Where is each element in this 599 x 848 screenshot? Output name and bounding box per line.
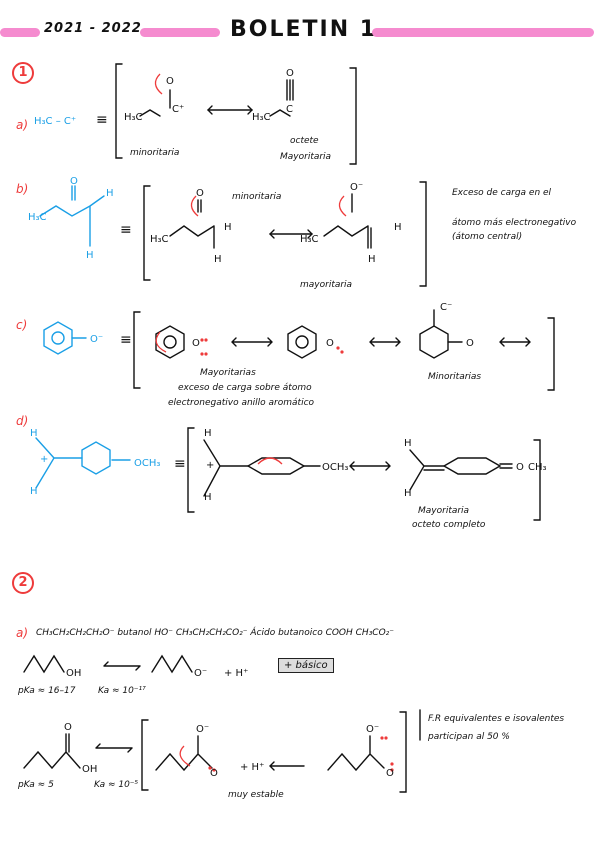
svg-text:+: + xyxy=(40,454,48,465)
svg-text:OH: OH xyxy=(66,668,81,679)
item-2a-line: CH₃CH₂CH₂CH₂O⁻ butanol HO⁻ CH₃CH₂CH₂CO₂⁻… xyxy=(36,628,395,638)
svg-text:H₃C: H₃C xyxy=(300,234,319,245)
section-2-number: 2 xyxy=(12,572,34,594)
header-year: 2021 - 2022 xyxy=(44,21,142,36)
page-title: BOLETIN 1 xyxy=(230,17,378,42)
item-1d-group: OCH₃ xyxy=(134,458,161,469)
item-1a-major-2: Mayoritaria xyxy=(280,152,332,162)
svg-text:H₃C: H₃C xyxy=(124,112,143,123)
svg-text:+ H⁺: + H⁺ xyxy=(224,668,248,679)
item-1c-major: Mayoritarias xyxy=(200,368,256,378)
svg-text:O⁻: O⁻ xyxy=(196,724,209,735)
svg-text:H: H xyxy=(224,222,232,233)
bracket-1b-left xyxy=(143,185,151,281)
svg-text:O: O xyxy=(196,188,204,199)
bracket-1a-right xyxy=(349,67,357,165)
svg-text:+ H⁺: + H⁺ xyxy=(240,762,264,773)
svg-text:H: H xyxy=(86,250,94,261)
curved-arrow-1a xyxy=(154,73,163,95)
item-2a-label: a) xyxy=(16,626,29,640)
svg-text:O⁻: O⁻ xyxy=(194,668,207,679)
bracket-1d-left xyxy=(187,427,195,513)
svg-text:H: H xyxy=(204,492,212,503)
svg-text:H: H xyxy=(30,486,38,497)
svg-text:O: O xyxy=(326,338,334,349)
item-1d-label: d) xyxy=(16,414,29,428)
svg-text:CH₃: CH₃ xyxy=(528,462,547,473)
header-bar-right xyxy=(372,28,594,37)
svg-text:H: H xyxy=(204,428,212,439)
svg-text:O: O xyxy=(286,68,294,79)
item-1b-note-1: Exceso de carga en el xyxy=(452,188,552,198)
bracket-1c-left xyxy=(133,311,141,389)
item-2a-note-2: participan al 50 % xyxy=(428,732,510,742)
bracket-2a-left xyxy=(141,719,149,791)
svg-text:OCH₃: OCH₃ xyxy=(322,462,348,473)
svg-text:O: O xyxy=(516,462,524,473)
item-1a-equiv: ≡ xyxy=(96,112,108,128)
item-2a-ka1: Ka ≈ 10⁻¹⁷ xyxy=(98,686,146,696)
svg-text:O: O xyxy=(70,176,78,187)
item-1a-major-1: octete xyxy=(290,136,319,146)
svg-text:O: O xyxy=(64,722,72,733)
section-1-number: 1 xyxy=(12,62,34,84)
svg-text:C⁺: C⁺ xyxy=(172,104,184,115)
svg-text:H: H xyxy=(214,254,222,265)
svg-text:O⁻: O⁻ xyxy=(350,182,363,193)
item-1c-note-1: exceso de carga sobre átomo xyxy=(178,383,312,393)
item-1d-equiv: ≡ xyxy=(174,456,186,472)
svg-text:+: + xyxy=(206,460,214,471)
svg-text:O: O xyxy=(210,768,218,779)
item-1b-note-2: átomo más electronegativo xyxy=(452,218,577,228)
svg-text:O: O xyxy=(386,768,394,779)
bracket-1a-left xyxy=(115,63,123,159)
item-2a-basic-box: + básico xyxy=(278,658,334,673)
svg-text:H₃C: H₃C xyxy=(28,212,47,223)
item-1b-major: mayoritaria xyxy=(300,280,353,290)
item-2a-note-1: F.R equivalentes e isovalentes xyxy=(428,714,565,724)
svg-text:H: H xyxy=(404,488,412,499)
svg-text:C: C xyxy=(286,104,293,115)
svg-text:O: O xyxy=(466,338,474,349)
item-1b-equiv: ≡ xyxy=(120,222,132,238)
svg-text:H: H xyxy=(368,254,376,265)
item-1c-equiv: ≡ xyxy=(120,332,132,348)
svg-text:O⁻: O⁻ xyxy=(366,724,379,735)
item-1c-label: c) xyxy=(16,318,28,332)
item-2a-very-stable: muy estable xyxy=(228,790,284,800)
item-1a-minor: minoritaria xyxy=(130,148,180,158)
header-bar-mid xyxy=(140,28,220,37)
header-bar-left xyxy=(0,28,40,37)
svg-text:O: O xyxy=(192,338,200,349)
svg-text:O⁻: O⁻ xyxy=(90,334,103,345)
svg-text:H: H xyxy=(394,222,402,233)
item-1b-note-3: (átomo central) xyxy=(452,232,523,242)
svg-text:H₃C: H₃C xyxy=(150,234,169,245)
svg-text:O: O xyxy=(166,76,174,87)
item-1c-note-2: electronegativo anillo aromático xyxy=(168,398,315,408)
item-2a-ka2: Ka ≈ 10⁻⁵ xyxy=(94,780,139,790)
svg-text:OH: OH xyxy=(82,764,97,775)
item-1b-minor: minoritaria xyxy=(232,192,282,202)
item-1d-major-1: Mayoritaria xyxy=(418,506,470,516)
item-2a-pka1: pKa ≈ 16–17 xyxy=(18,686,76,696)
item-1b-label: b) xyxy=(16,182,29,196)
item-1d-major-2: octeto completo xyxy=(412,520,486,530)
svg-text:H: H xyxy=(30,428,38,439)
item-1c-minor: Minoritarias xyxy=(428,372,482,382)
item-2a-pka2: pKa ≈ 5 xyxy=(18,780,54,790)
svg-text:H: H xyxy=(404,438,412,449)
svg-text:H: H xyxy=(106,188,114,199)
svg-text:H₃C: H₃C xyxy=(252,112,271,123)
item-1a-label: a) xyxy=(16,118,29,132)
svg-text:C⁻: C⁻ xyxy=(440,302,452,313)
item-1a-formula: H₃C – C⁺ xyxy=(34,116,77,127)
